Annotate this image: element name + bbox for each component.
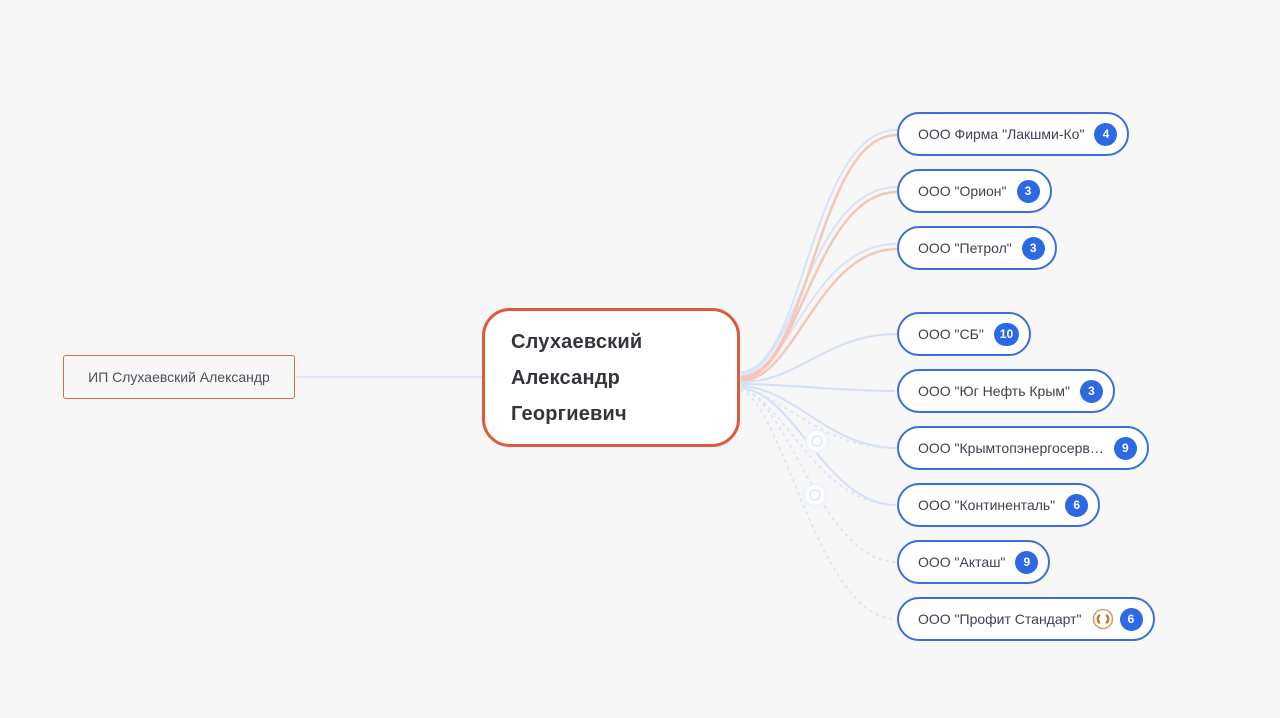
edge-pink bbox=[740, 190, 898, 381]
edge bbox=[740, 129, 898, 373]
company-node-label: ООО "СБ" bbox=[918, 326, 984, 342]
person-node[interactable]: Слухаевский Александр Георгиевич bbox=[482, 308, 740, 447]
company-node[interactable]: ООО "Крымтопэнергосерв… 9 bbox=[897, 426, 1149, 470]
liquidation-icon[interactable] bbox=[1092, 608, 1114, 630]
connection-count-badge[interactable]: 10 bbox=[993, 322, 1020, 346]
company-node-label: ООО "Петрол" bbox=[918, 240, 1012, 256]
edge-pink bbox=[740, 247, 898, 383]
entrepreneur-node[interactable]: ИП Слухаевский Александр bbox=[63, 355, 295, 399]
company-node[interactable]: ООО "Петрол" 3 bbox=[897, 226, 1057, 270]
company-node-label: ООО Фирма "Лакшми-Ко" bbox=[918, 126, 1085, 142]
connection-count-badge[interactable]: 4 bbox=[1094, 122, 1118, 146]
company-node-label: ООО "Крымтопэнергосерв… bbox=[918, 440, 1104, 456]
edge bbox=[740, 383, 896, 392]
connection-count-badge[interactable]: 6 bbox=[1119, 607, 1143, 631]
company-node-label: ООО "Континенталь" bbox=[918, 497, 1056, 513]
person-node-label: Слухаевский Александр Георгиевич bbox=[511, 330, 643, 425]
edge-marker-icon[interactable] bbox=[803, 483, 827, 507]
edge bbox=[740, 385, 898, 449]
edge-dashed bbox=[740, 386, 898, 449]
connection-count-badge[interactable]: 3 bbox=[1016, 179, 1040, 203]
company-node[interactable]: ООО "Юг Нефть Крым" 3 bbox=[897, 369, 1115, 413]
company-node-label: ООО "Юг Нефть Крым" bbox=[918, 383, 1070, 399]
connection-count-badge[interactable]: 3 bbox=[1021, 236, 1045, 260]
company-node[interactable]: ООО "Орион" 3 bbox=[897, 169, 1052, 213]
company-node-label: ООО "Профит Стандарт" bbox=[918, 611, 1082, 627]
company-node[interactable]: ООО "Профит Стандарт" 6 bbox=[897, 597, 1155, 641]
company-node[interactable]: ООО Фирма "Лакшми-Ко" 4 bbox=[897, 112, 1130, 156]
connection-count-badge[interactable]: 9 bbox=[1015, 550, 1039, 574]
company-node[interactable]: ООО "СБ" 10 bbox=[897, 312, 1032, 356]
company-node-label: ООО "Акташ" bbox=[918, 554, 1006, 570]
connection-count-badge[interactable]: 6 bbox=[1065, 493, 1089, 517]
connection-count-badge[interactable]: 3 bbox=[1079, 379, 1103, 403]
edge-pink bbox=[740, 133, 898, 379]
connection-count-badge[interactable]: 9 bbox=[1113, 436, 1137, 460]
edge bbox=[740, 333, 898, 383]
edge-marker-icon[interactable] bbox=[805, 429, 829, 453]
edge bbox=[740, 186, 898, 375]
company-node-label: ООО "Орион" bbox=[918, 183, 1007, 199]
edge-dashed bbox=[740, 388, 898, 563]
entrepreneur-node-label: ИП Слухаевский Александр bbox=[88, 369, 270, 385]
company-node[interactable]: ООО "Континенталь" 6 bbox=[897, 483, 1101, 527]
edge-dashed bbox=[740, 390, 897, 620]
company-node[interactable]: ООО "Акташ" 9 bbox=[897, 540, 1051, 584]
edge-dashed bbox=[740, 387, 897, 506]
